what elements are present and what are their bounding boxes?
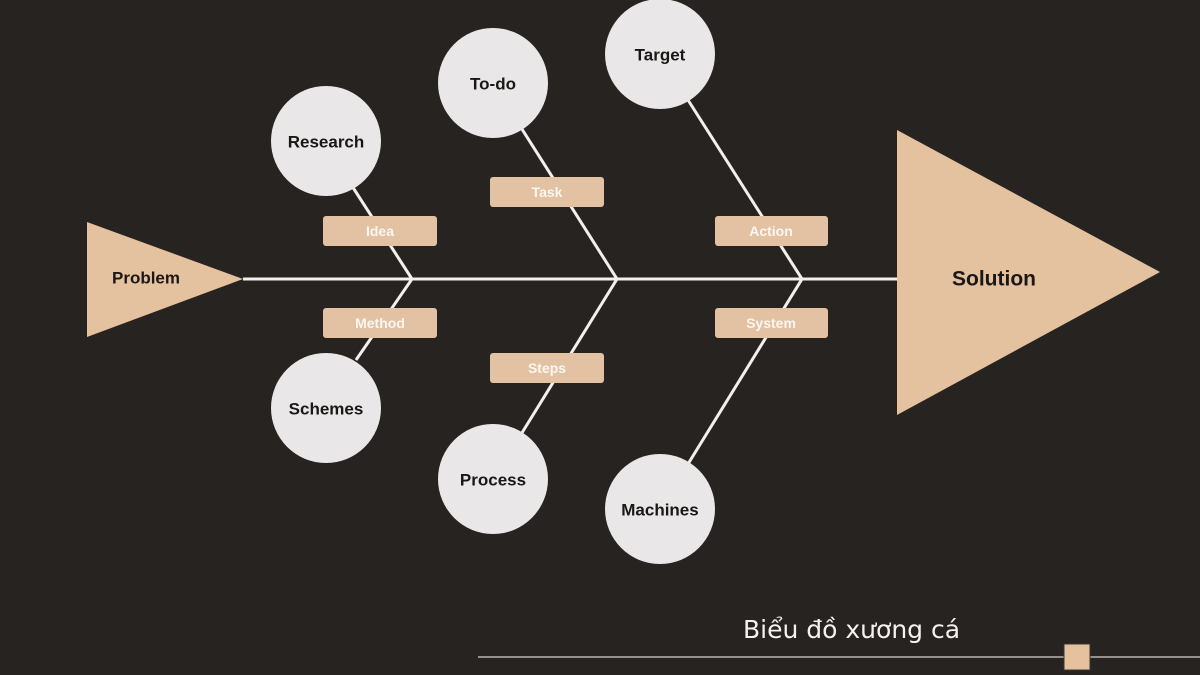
node-label: Target <box>635 46 686 65</box>
cause-label-idea: Idea <box>323 216 437 246</box>
cause-label-task: Task <box>490 177 604 207</box>
label-text: System <box>746 315 796 331</box>
node-label: To-do <box>470 75 516 94</box>
cause-label-steps: Steps <box>490 353 604 383</box>
label-text: Task <box>532 184 563 200</box>
accent-square <box>1063 643 1091 671</box>
problem-label: Problem <box>112 269 180 288</box>
label-text: Action <box>749 223 793 239</box>
bone-2 <box>518 125 619 437</box>
cause-node-schemes: Schemes <box>271 353 381 463</box>
problem-head: Problem <box>87 222 243 337</box>
label-text: Steps <box>528 360 566 376</box>
cause-label-action: Action <box>715 216 828 246</box>
bone-3 <box>686 99 804 465</box>
solution-label: Solution <box>952 268 1036 291</box>
cause-node-machines: Machines <box>605 454 715 564</box>
solution-head: Solution <box>897 130 1160 415</box>
cause-node-research: Research <box>271 86 381 196</box>
node-label: Research <box>288 133 365 152</box>
label-text: Idea <box>366 223 394 239</box>
cause-node-target: Target <box>605 0 715 109</box>
node-label: Machines <box>621 501 698 520</box>
cause-node-process: Process <box>438 424 548 534</box>
cause-label-method: Method <box>323 308 437 338</box>
label-text: Method <box>355 315 405 331</box>
node-label: Schemes <box>289 400 364 419</box>
cause-node-todo: To-do <box>438 28 548 138</box>
node-label: Process <box>460 471 526 490</box>
cause-label-system: System <box>715 308 828 338</box>
caption-title: Biểu đồ xương cá <box>743 615 960 644</box>
